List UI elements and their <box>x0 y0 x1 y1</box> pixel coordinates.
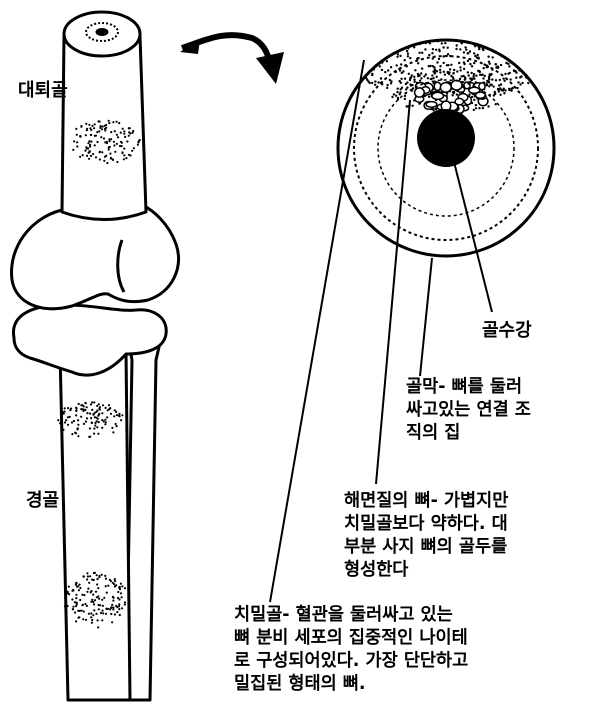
fibula-bone <box>126 318 162 700</box>
spongy-line-2: 치밀골보다 약하다. 대 <box>344 513 508 536</box>
callout-compact-bone: 치밀골- 혈관을 둘러싸고 있는 뼈 분비 세포의 집중적인 나이테 로 구성되… <box>234 604 468 696</box>
compact-line-1: 치밀골- 혈관을 둘러싸고 있는 <box>234 604 468 627</box>
spongy-line-1: 해면질의 뼈- 가볍지만 <box>344 490 508 513</box>
label-femur: 대퇴골 <box>18 76 68 102</box>
compact-line-2: 뼈 분비 세포의 집중적인 나이테 <box>234 627 468 650</box>
spongy-line-4: 형성한다 <box>344 559 508 582</box>
bone-cross-section <box>338 34 554 256</box>
callout-periosteum: 골막- 뼈를 둘러 싸고있는 연결 조 직의 집 <box>406 376 531 445</box>
label-medullary-cavity: 골수강 <box>482 316 532 342</box>
spongy-line-3: 부분 사지 뼈의 골두를 <box>344 536 508 559</box>
compact-line-3: 로 구성되어있다. 가장 단단하고 <box>234 650 468 673</box>
leg-bones-illustration <box>12 12 179 700</box>
tibia-shaft <box>60 352 130 700</box>
femur-condyles <box>12 206 179 309</box>
femur-shaft <box>62 36 146 220</box>
zoom-arrow <box>180 35 284 84</box>
periosteum-line-2: 싸고있는 연결 조 <box>406 399 531 422</box>
compact-line-4: 밀집된 형태의 뼈. <box>234 673 468 696</box>
leader-periosteum <box>420 258 432 376</box>
periosteum-line-3: 직의 집 <box>406 422 531 445</box>
label-tibia: 경골 <box>26 486 59 512</box>
callout-spongy-bone: 해면질의 뼈- 가볍지만 치밀골보다 약하다. 대 부분 사지 뼈의 골두를 형… <box>344 490 508 582</box>
periosteum-line-1: 골막- 뼈를 둘러 <box>406 376 531 399</box>
medullary-cavity <box>417 109 475 167</box>
